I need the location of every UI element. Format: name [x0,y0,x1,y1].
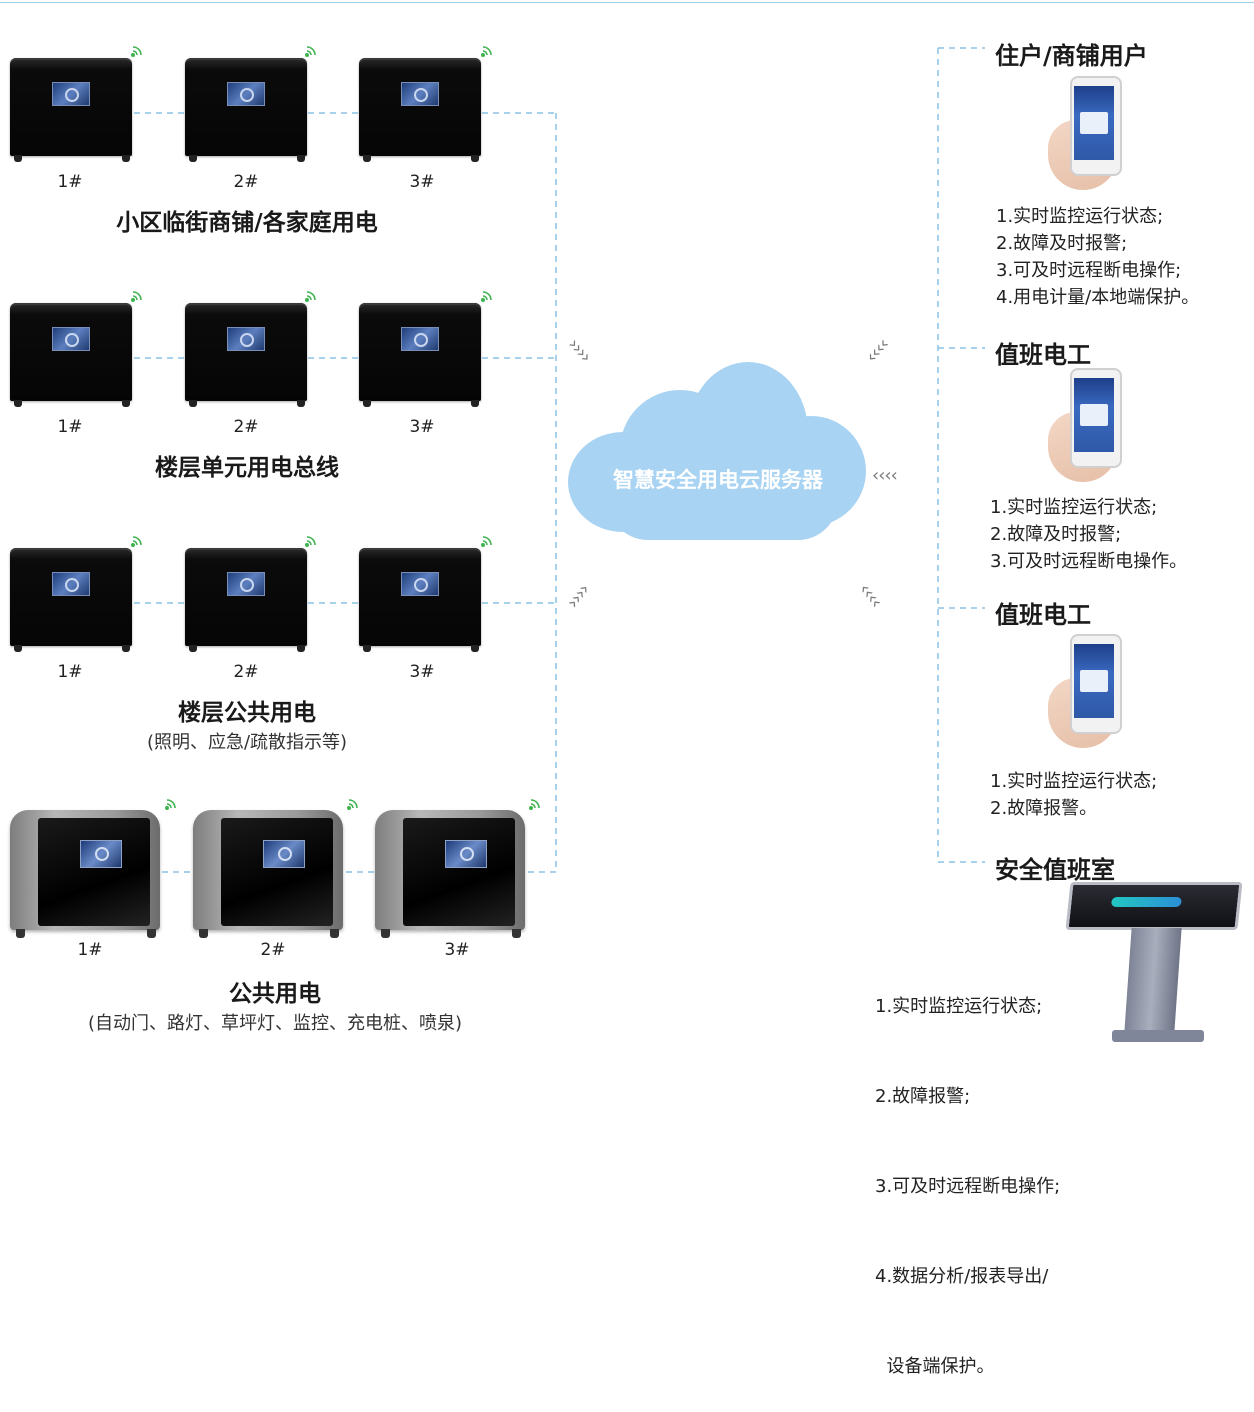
feature-item: 2.故障报警; [875,1086,971,1107]
unit-number: 1# [57,417,83,437]
wifi-signal-icon [304,536,316,548]
feature-item: 设备端保护。 [875,1356,995,1377]
unit-number: 1# [57,662,83,682]
feature-item: 1.实时监控运行状态; [996,206,1164,227]
unit-number: 2# [233,172,259,192]
unit-number: 3# [409,662,435,682]
feature-item: 2.故障及时报警; [990,524,1122,545]
group-title: 公共用电 [229,981,321,1007]
smartphone-icon [1048,76,1126,196]
group-subtitle: (照明、应急/疏散指示等) [146,732,348,753]
wifi-signal-icon [304,291,316,303]
wifi-signal-icon [346,799,358,811]
feature-item: 4.数据分析/报表导出/ [875,1266,1049,1287]
feature-list: 1.实时监控运行状态; 2.故障报警; 3.可及时远程断电操作; 4.数据分析/… [875,932,1060,1412]
feature-list: 1.实时监控运行状态; 2.故障及时报警; 3.可及时远程断电操作; 4.用电计… [996,203,1199,311]
cabinet-2-1 [10,303,134,407]
feature-item: 1.实时监控运行状态; [990,497,1158,518]
section-title: 值班电工 [995,601,1091,629]
cloud-label: 智慧安全用电云服务器 [613,468,823,492]
cabinet-3-3 [359,548,483,652]
feature-list: 1.实时监控运行状态; 2.故障报警。 [990,768,1157,822]
feature-item: 3.可及时远程断电操作; [996,260,1182,281]
feature-item: 4.用电计量/本地端保护。 [996,287,1200,308]
section-title: 安全值班室 [995,856,1115,884]
cabinet-1-1 [10,58,134,162]
cabinet-4-3 [375,810,527,938]
arrow-chevrons-icon: ‹‹‹‹ [872,465,898,486]
wifi-signal-icon [304,46,316,58]
feature-item: 3.可及时远程断电操作。 [990,551,1188,572]
unit-number: 1# [57,172,83,192]
cabinet-4-2 [193,810,345,938]
unit-number: 3# [444,940,470,960]
wifi-signal-icon [130,46,142,58]
cabinet-3-2 [185,548,309,652]
cabinet-2-3 [359,303,483,407]
smartphone-icon [1048,368,1126,488]
unit-number: 2# [260,940,286,960]
cabinet-4-1 [10,810,162,938]
unit-number: 3# [409,417,435,437]
feature-item: 1.实时监控运行状态; [875,996,1043,1017]
smartphone-icon [1048,634,1126,754]
wifi-signal-icon [480,291,492,303]
wifi-signal-icon [164,799,176,811]
feature-item: 2.故障及时报警; [996,233,1128,254]
unit-number: 1# [77,940,103,960]
connection-lines [134,47,985,873]
group-title: 楼层公共用电 [178,700,316,726]
cloud-server [568,362,868,542]
wifi-signal-icon [480,46,492,58]
cabinet-2-2 [185,303,309,407]
feature-item: 2.故障报警。 [990,798,1098,819]
unit-number: 3# [409,172,435,192]
unit-number: 2# [233,417,259,437]
feature-list: 1.实时监控运行状态; 2.故障及时报警; 3.可及时远程断电操作。 [990,494,1187,575]
cabinet-1-2 [185,58,309,162]
group-title: 楼层单元用电总线 [155,455,339,481]
wifi-signal-icon [130,291,142,303]
wifi-signal-icon [130,536,142,548]
cabinet-3-1 [10,548,134,652]
cabinet-1-3 [359,58,483,162]
wifi-signal-icon [528,799,540,811]
feature-item: 3.可及时远程断电操作; [875,1176,1061,1197]
unit-number: 2# [233,662,259,682]
wifi-signal-icon [480,536,492,548]
section-title: 住户/商铺用户 [995,42,1148,70]
kiosk-terminal-icon [1065,880,1243,1060]
section-title: 值班电工 [995,341,1091,369]
feature-item: 1.实时监控运行状态; [990,771,1158,792]
group-subtitle: (自动门、路灯、草坪灯、监控、充电桩、喷泉) [87,1013,463,1034]
top-divider [0,2,1254,3]
group-title: 小区临街商铺/各家庭用电 [116,210,378,236]
